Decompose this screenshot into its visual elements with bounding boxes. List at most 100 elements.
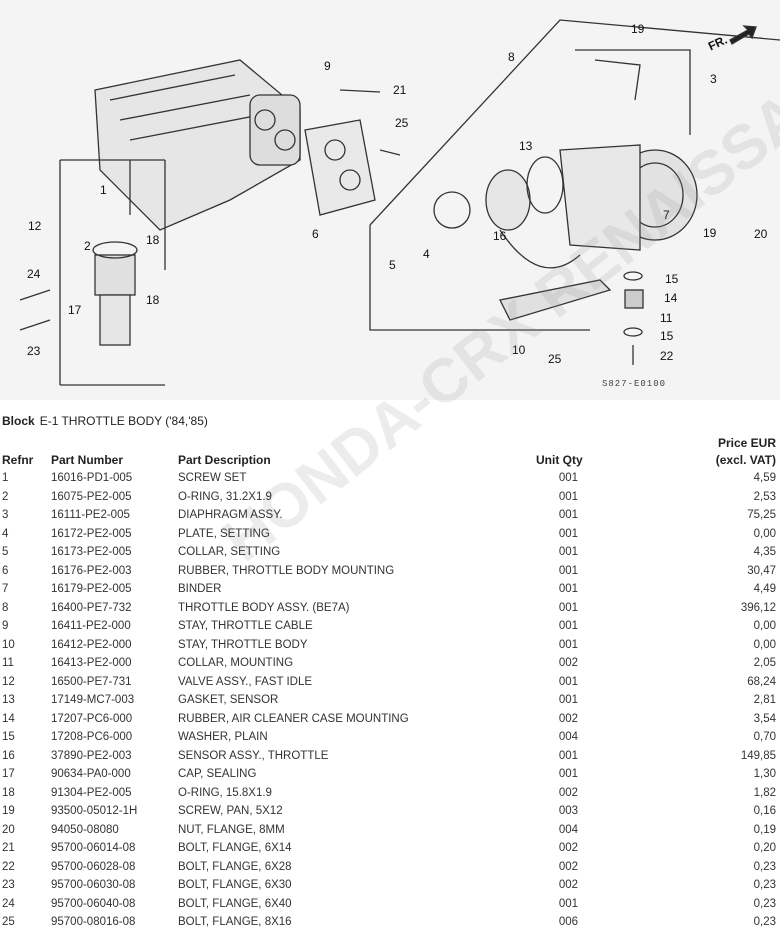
description-cell: O-RING, 15.8X1.9 [178,786,272,799]
description-cell: BINDER [178,583,222,595]
price-cell: 4,49 [753,583,776,595]
refnr-cell: 12 [2,675,15,688]
price-cell: 0,20 [753,842,776,854]
description-cell: COLLAR, SETTING [178,546,281,558]
price-cell: 0,23 [753,916,776,928]
qty-cell: 001 [558,638,578,651]
description-cell: SCREW SET [178,472,247,484]
qty-cell: 003 [558,805,578,817]
block-title: Block E-1 THROTTLE BODY ('84,'85) [2,414,208,428]
refnr-cell: 13 [2,694,15,706]
callout-label: 8 [508,50,515,64]
description-cell: RUBBER, AIR CLEANER CASE MOUNTING [178,712,409,725]
refnr-cell: 2 [2,490,9,503]
part-number-cell: 95700-08016-08 [51,916,136,928]
callout-label: 25 [395,116,409,130]
qty-cell: 002 [558,657,578,669]
part-number-cell: 17149-MC7-003 [51,694,135,706]
part-number-cell: 94050-08080 [51,823,119,836]
qty-cell: 002 [558,860,578,873]
price-cell: 0,23 [753,860,776,873]
callout-label: 21 [393,83,407,97]
qty-cell: 001 [558,490,578,503]
callout-label: 1 [100,183,107,197]
price-cell: 0,16 [753,805,776,817]
refnr-cell: 19 [2,805,15,817]
qty-cell: 001 [558,546,578,558]
qty-cell: 001 [558,749,578,762]
refnr-cell: 21 [2,842,15,854]
col-unit-qty: Unit Qty [536,453,583,467]
part-number-cell: 17207-PC6-000 [51,712,133,725]
price-cell: 0,19 [753,823,776,836]
part-number-cell: 95700-06028-08 [51,860,136,873]
refnr-cell: 16 [2,749,15,762]
refnr-cell: 7 [2,583,9,595]
price-cell: 0,00 [753,527,776,540]
refnr-cell: 1 [2,472,9,484]
col-price-line2: (excl. VAT) [715,453,776,467]
part-number-cell: 90634-PA0-000 [51,768,131,780]
qty-cell: 004 [558,823,578,836]
callout-label: 10 [512,343,526,357]
callout-label: 6 [312,227,319,241]
qty-cell: 001 [558,768,578,780]
callout-label: 17 [68,303,82,317]
description-cell: O-RING, 31.2X1.9 [178,490,272,503]
part-number-cell: 95700-06040-08 [51,897,136,910]
qty-cell: 004 [558,731,578,743]
block-name: E-1 THROTTLE BODY ('84,'85) [39,414,208,428]
block-label: Block [2,414,35,428]
description-cell: BOLT, FLANGE, 8X16 [178,916,292,928]
part-number-cell: 16400-PE7-732 [51,601,132,614]
part-number-cell: 16016-PD1-005 [51,472,133,484]
description-cell: COLLAR, MOUNTING [178,657,294,669]
description-cell: BOLT, FLANGE, 6X28 [178,860,292,873]
description-cell: STAY, THROTTLE CABLE [178,620,313,632]
part-number-cell: 16412-PE2-000 [51,638,132,651]
callout-label: 11 [660,311,673,325]
callout-label: 19 [703,226,717,240]
refnr-cell: 24 [2,897,15,910]
price-cell: 1,30 [753,768,776,780]
refnr-cell: 20 [2,823,15,836]
description-cell: BOLT, FLANGE, 6X40 [178,897,292,910]
qty-cell: 001 [558,620,578,632]
callout-label: 2 [84,239,91,253]
callout-label: 25 [548,352,562,366]
part-number-cell: 17208-PC6-000 [51,731,133,743]
refnr-cell: 11 [2,657,14,669]
qty-cell: 002 [558,879,578,891]
refnr-cell: 10 [2,638,15,651]
callout-label: 16 [493,229,507,243]
refnr-cell: 17 [2,768,15,780]
callout-label: 24 [27,267,41,281]
refnr-cell: 5 [2,546,9,558]
price-cell: 0,70 [753,731,776,743]
refnr-cell: 23 [2,879,15,891]
price-cell: 4,59 [753,472,776,484]
qty-cell: 002 [558,842,578,854]
price-cell: 0,23 [753,879,776,891]
qty-cell: 001 [558,583,578,595]
callout-label: 23 [27,344,41,358]
part-number-cell: 37890-PE2-003 [51,749,132,762]
qty-cell: 001 [558,527,578,540]
callout-label: 3 [710,72,717,86]
qty-cell: 001 [558,694,578,706]
callout-label: 12 [28,219,42,233]
part-number-cell: 16411-PE2-000 [51,620,131,632]
callout-label: 19 [631,22,645,36]
